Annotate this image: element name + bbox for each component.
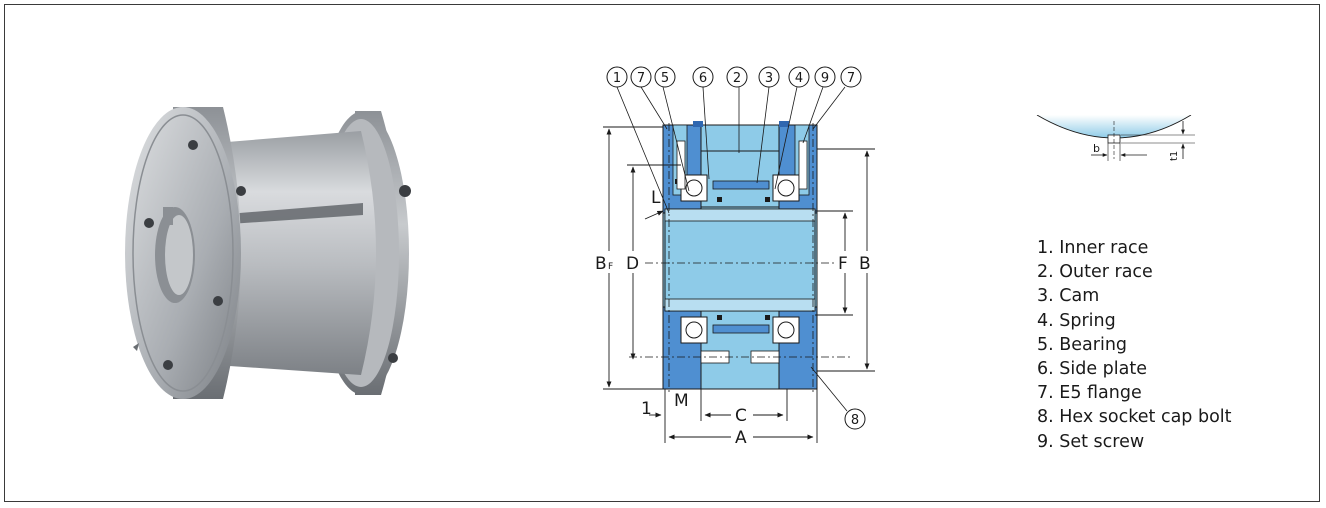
legend-item-cam: 3. Cam (1037, 286, 1100, 307)
figure-frame: 1 7 5 6 2 3 4 9 7 8 B F D L F B 1 M C (4, 4, 1320, 502)
callouts (606, 66, 866, 430)
dim-b: B (859, 254, 871, 274)
callout-6: 6 (699, 71, 707, 86)
dim-bf: B (595, 254, 607, 274)
sprag-clutch-photo-icon (125, 107, 411, 399)
legend-item-hex-socket-cap-bolt: 8. Hex socket cap bolt (1037, 407, 1232, 428)
dim-bf-subscript: F (608, 262, 613, 272)
legend-item-side-plate: 6. Side plate (1037, 359, 1147, 380)
inner-race (664, 208, 816, 312)
dim-m: M (674, 391, 689, 411)
dim-1: 1 (641, 399, 652, 419)
keyway-b-label: b (1093, 142, 1100, 155)
legend-item-inner-race: 1. Inner race (1037, 238, 1149, 258)
callout-7-left: 7 (637, 71, 645, 86)
callout-4: 4 (795, 71, 803, 86)
callout-1: 1 (613, 71, 621, 86)
callout-8: 8 (851, 413, 859, 428)
legend-item-spring: 4. Spring (1037, 310, 1116, 331)
dim-a: A (735, 428, 747, 448)
dim-f: F (838, 254, 848, 274)
legend-item-bearing: 5. Bearing (1037, 334, 1128, 355)
callout-5: 5 (661, 71, 669, 86)
parts-legend: 1. Inner race 2. Outer race 3. Cam 4. Sp… (1037, 236, 1232, 454)
keyway-detail-diagram: b t1 (1036, 115, 1195, 161)
callout-7-right: 7 (847, 71, 855, 86)
keyway-t1-label: t1 (1169, 151, 1180, 161)
dim-l: L (651, 188, 661, 208)
cross-section-diagram: 1 7 5 6 2 3 4 9 7 8 B F D L F B 1 M C (593, 66, 877, 448)
callout-9: 9 (821, 71, 829, 86)
legend-item-set-screw: 9. Set screw (1037, 431, 1145, 452)
dim-d: D (626, 254, 639, 274)
legend-item-e5-flange: 7. E5 flange (1037, 383, 1142, 404)
callout-2: 2 (733, 71, 741, 86)
legend-item-outer-race: 2. Outer race (1037, 262, 1153, 283)
dim-c: C (735, 406, 747, 426)
callout-3: 3 (765, 71, 773, 86)
